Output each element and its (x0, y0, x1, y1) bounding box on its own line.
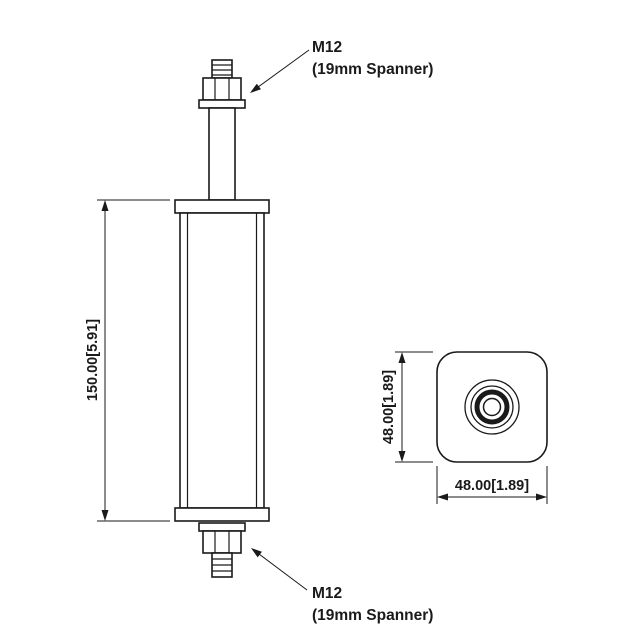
bottom-callout: M12 (19mm Spanner) (251, 548, 433, 624)
side-width-arrow-right (536, 493, 547, 501)
cylinder-body (179, 212, 265, 509)
top-washer (198, 99, 246, 109)
side-height-dimension: 48.00[1.89] (381, 351, 433, 463)
top-nut (202, 77, 242, 101)
side-width-dimension: 48.00[1.89] (436, 466, 548, 504)
top-callout-size: M12 (312, 39, 342, 56)
top-callout: M12 (19mm Spanner) (250, 39, 433, 93)
cylinder-top-cap (174, 199, 270, 214)
top-leader-line (251, 49, 310, 92)
height-arrow-bottom (101, 510, 109, 521)
top-leader-arrow (250, 83, 261, 93)
side-view (436, 351, 548, 463)
stud-bore-circle (482, 397, 502, 417)
side-height-dimension-label: 48.00[1.89] (381, 370, 397, 444)
side-view-body (436, 351, 548, 463)
bottom-callout-size: M12 (312, 585, 342, 602)
top-callout-spanner: (19mm Spanner) (312, 61, 433, 78)
bottom-leader-line (252, 549, 308, 591)
bottom-nut (202, 530, 242, 554)
top-rod (208, 107, 236, 201)
height-arrow-top (101, 200, 109, 211)
side-width-dimension-label: 48.00[1.89] (455, 478, 529, 494)
bottom-washer (198, 522, 246, 532)
cylinder-bottom-cap (174, 507, 270, 522)
bottom-leader-arrow (251, 548, 262, 558)
front-view (174, 59, 270, 578)
nut-circle (470, 385, 514, 429)
side-height-arrow-top (398, 352, 406, 363)
height-dimension-label: 150.00[5.91] (85, 319, 101, 401)
side-width-arrow-left (437, 493, 448, 501)
front-height-dimension: 150.00[5.91] (85, 199, 170, 522)
thread-ring (474, 389, 510, 425)
washer-circle-outer (464, 379, 520, 435)
side-height-arrow-bottom (398, 451, 406, 462)
bottom-callout-spanner: (19mm Spanner) (312, 607, 433, 624)
